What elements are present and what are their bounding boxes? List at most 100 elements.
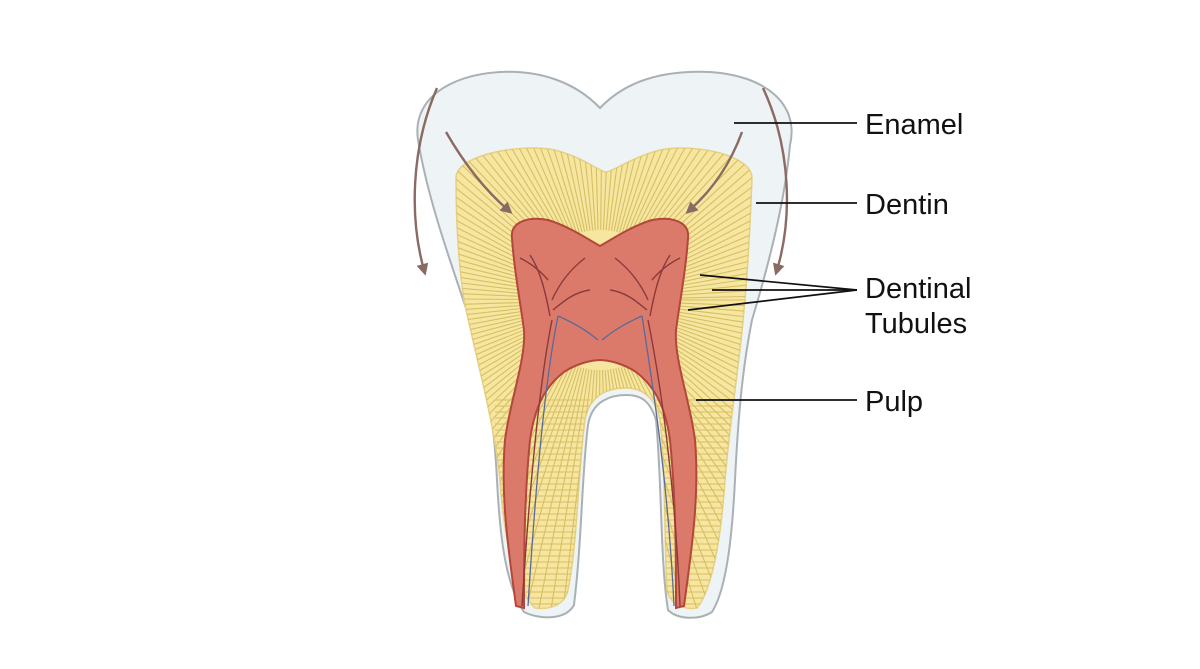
tubule-line	[646, 148, 752, 249]
tubule-line	[666, 320, 752, 410]
tubule-line	[609, 369, 655, 609]
pulp-nerve-branches	[519, 254, 681, 607]
tubule-line	[456, 337, 542, 495]
tubule-line	[456, 301, 531, 312]
tubule-line	[666, 182, 752, 278]
tubule-line	[658, 148, 752, 264]
tubule-line	[631, 148, 752, 238]
tubule-line	[456, 269, 531, 295]
tubule-line	[664, 156, 752, 273]
tubule-line	[651, 346, 752, 541]
tubule-line	[607, 369, 641, 609]
tubule-line	[649, 348, 752, 551]
tubule-line	[613, 148, 673, 232]
tubule-line	[456, 148, 563, 242]
tubule-line	[456, 241, 531, 290]
tubule-line	[456, 320, 534, 407]
tubule-line	[456, 148, 553, 250]
tubule-line	[644, 148, 752, 247]
tubule-line	[653, 344, 752, 530]
tubule-line	[456, 149, 537, 272]
tubule-line	[456, 148, 561, 243]
flow-arrow-right-outer	[761, 87, 789, 276]
tubule-line	[667, 318, 752, 397]
tubule-line	[520, 148, 586, 232]
tubule-line	[456, 341, 545, 518]
tubule-line	[507, 148, 583, 233]
tubule-line	[456, 304, 531, 326]
tubule-line	[456, 330, 538, 459]
tubule-line	[494, 148, 581, 234]
tubule-line	[604, 369, 627, 609]
tubule-line	[669, 307, 752, 342]
tubule-line	[662, 148, 752, 271]
label-dentin: Dentin	[865, 189, 949, 221]
leader-tubules-1	[699, 274, 858, 291]
tubule-line	[654, 148, 752, 257]
tubule-line	[616, 148, 687, 233]
tubule-line	[481, 148, 578, 235]
tubule-line	[456, 148, 540, 267]
tubule-line	[621, 148, 713, 234]
tubule-line	[456, 332, 539, 471]
leader-lines	[687, 122, 858, 401]
tubule-line	[456, 148, 542, 262]
tubule-line	[468, 148, 575, 236]
tubule-line	[456, 148, 538, 269]
tubule-line	[668, 235, 752, 289]
tubule-line	[601, 369, 614, 609]
tubule-line	[661, 148, 752, 268]
tubule-line	[548, 148, 591, 231]
tubule-line	[598, 369, 601, 609]
label-enamel: Enamel	[865, 109, 963, 141]
tubule-line	[636, 148, 752, 241]
tubule-line	[456, 162, 536, 274]
tubule-line	[650, 148, 752, 253]
tubule-line	[660, 148, 752, 266]
tubule-line	[610, 148, 660, 232]
tubule-line	[657, 148, 752, 261]
flow-arrow-left-inner	[444, 131, 513, 214]
tubule-line	[456, 307, 531, 340]
tubule-line	[638, 148, 752, 242]
tubule-line	[456, 343, 547, 528]
tubule-line	[456, 312, 532, 367]
tubule-line	[602, 148, 619, 231]
tubule-line	[628, 148, 752, 237]
tubule-line	[456, 322, 535, 421]
tubule-line	[456, 334, 540, 483]
tubule-line	[608, 148, 646, 231]
tubule-line	[658, 337, 752, 497]
tubule-line	[456, 201, 533, 282]
tubule-line	[456, 347, 550, 549]
tubule-line	[529, 368, 587, 609]
tubule-line	[633, 148, 752, 240]
tubule-line	[589, 148, 599, 231]
label-dentinal-tubules-line1: Dentinal	[865, 273, 971, 305]
tubule-line	[456, 148, 551, 252]
tubule-line	[456, 148, 566, 240]
tubule-line	[456, 148, 546, 258]
tubule-line	[456, 148, 547, 256]
tubule-line	[659, 335, 752, 485]
tubule-line	[662, 330, 752, 461]
tubule-line	[668, 222, 752, 286]
tubule-line	[456, 228, 532, 287]
tubule-line	[456, 317, 533, 394]
tubule-line	[456, 325, 536, 434]
tubule-line	[456, 255, 531, 293]
tubule-line	[655, 148, 752, 259]
tubule-line	[618, 148, 700, 233]
flow-arrow-left-outer	[413, 87, 439, 276]
tubule-line	[667, 208, 752, 283]
tubule-line	[655, 342, 752, 520]
tubule-line	[669, 304, 752, 329]
flow-arrows	[413, 87, 789, 276]
tubule-line	[456, 148, 549, 254]
pulp-blood-vessels	[527, 315, 675, 607]
tubule-line	[456, 283, 531, 298]
tubule-line	[456, 309, 531, 354]
tubule-line	[656, 339, 752, 508]
label-pulp: Pulp	[865, 386, 923, 418]
